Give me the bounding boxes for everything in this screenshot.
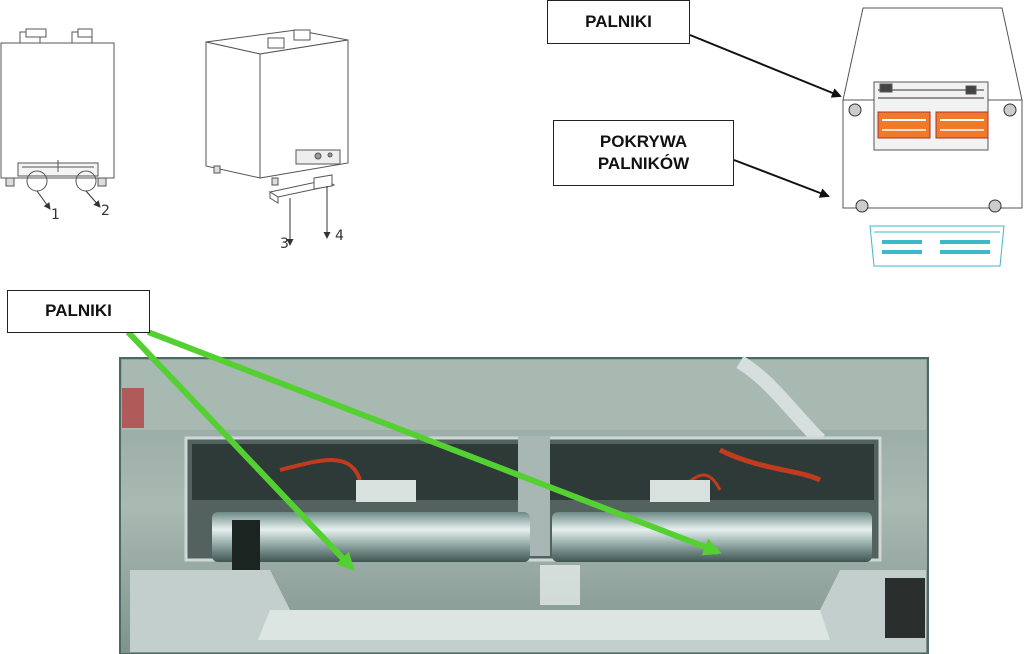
burner-assembly-photo — [119, 355, 929, 654]
label-burner-cover-line1: POKRYWA — [599, 131, 688, 151]
arrow-burners-bottom-left — [125, 329, 355, 571]
burner-cover-drawing — [869, 225, 1005, 267]
callout-number-3: 3 — [280, 236, 289, 252]
callout-number-2: 2 — [101, 203, 110, 219]
label-burners-top-text: PALNIKI — [585, 11, 652, 31]
callout-number-1: 1 — [51, 207, 60, 223]
label-burner-cover: POKRYWA PALNIKÓW — [553, 120, 734, 186]
cabinet-open-view — [842, 7, 1023, 213]
label-burners-top: PALNIKI — [547, 0, 690, 44]
arrow-burner-cover — [733, 159, 830, 198]
cabinet-front-view — [0, 28, 115, 192]
callout-number-4: 4 — [335, 228, 344, 244]
arrow-burners-bottom-right — [146, 329, 722, 556]
cabinet-isometric-view — [205, 29, 349, 204]
callout-arrows-front — [36, 190, 101, 210]
burner-highlights — [877, 111, 989, 139]
label-burners-bottom-text: PALNIKI — [45, 301, 112, 321]
label-burner-cover-line2: PALNIKÓW — [597, 154, 690, 173]
callout-arrows-isometric — [286, 186, 331, 246]
arrow-burners-top — [689, 34, 842, 98]
label-burners-bottom: PALNIKI — [7, 290, 150, 333]
